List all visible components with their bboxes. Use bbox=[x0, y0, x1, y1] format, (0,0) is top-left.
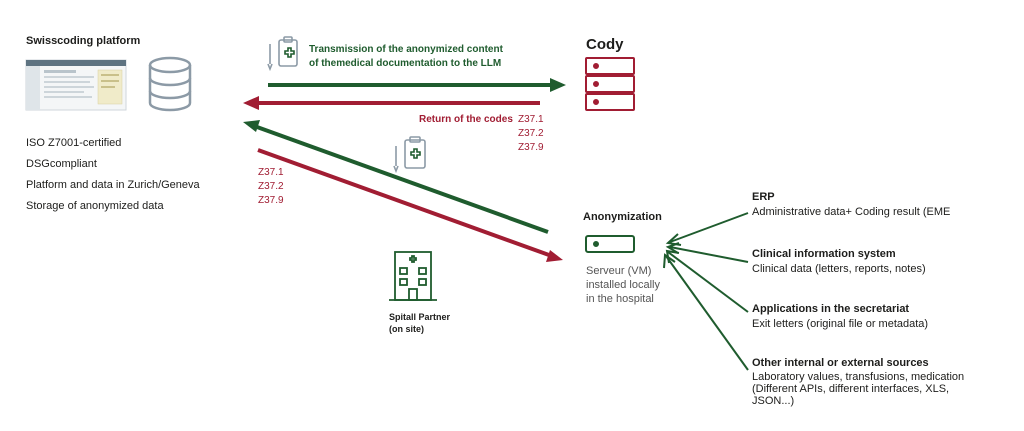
hospital-label: Spitall Partner (on site) bbox=[389, 312, 451, 334]
clinical-arrowhead bbox=[665, 242, 680, 254]
source-title: Clinical information system bbox=[752, 248, 896, 260]
other-sources-arrowhead bbox=[663, 253, 676, 269]
anonymized-upload-arrowhead bbox=[243, 120, 260, 132]
source-erp: ERP Administrative data+ Coding result (… bbox=[752, 190, 950, 219]
anonymization-server-icon bbox=[585, 235, 635, 253]
code-item: Z37.9 bbox=[518, 142, 544, 153]
clinical-arrow bbox=[669, 246, 749, 263]
return-arrowhead bbox=[243, 96, 259, 110]
source-description: Administrative data+ Coding result (EME bbox=[752, 206, 951, 218]
source-description: JSON...) bbox=[752, 395, 795, 407]
source-title: ERP bbox=[752, 191, 775, 203]
source-description: (Different APIs, different interfaces, X… bbox=[752, 383, 950, 395]
platform-feature: ISO Z7001-certified bbox=[26, 137, 122, 149]
source-title: Other internal or external sources bbox=[752, 357, 929, 369]
platform-title: Swisscoding platform bbox=[26, 35, 141, 47]
other-sources-arrow bbox=[665, 255, 749, 371]
returned-codes-list: Z37.1 Z37.2 Z37.9 bbox=[518, 113, 544, 155]
medical-document-icon bbox=[267, 36, 298, 72]
platform-feature: DSGcompliant bbox=[26, 158, 97, 170]
anonymized-upload-arrow bbox=[256, 125, 549, 234]
source-title: Applications in the secretariat bbox=[752, 303, 910, 315]
secretariat-arrow bbox=[667, 251, 749, 313]
erp-arrow bbox=[669, 212, 749, 243]
source-description: Laboratory values, transfusions, medicat… bbox=[752, 371, 965, 383]
platform-feature: Storage of anonymized data bbox=[26, 200, 164, 212]
transmission-label: Transmission of the anonymized content o… bbox=[309, 44, 503, 69]
medical-document-icon-2 bbox=[393, 136, 426, 174]
database-icon bbox=[148, 56, 192, 112]
source-other-sources: Other internal or external sources Labor… bbox=[752, 356, 964, 407]
anonymization-description: Serveur (VM) installed locally in the ho… bbox=[586, 265, 660, 305]
code-item: Z37.2 bbox=[258, 181, 284, 192]
source-description: Exit letters (original file or metadata) bbox=[752, 318, 929, 330]
platform-feature: Platform and data in Zurich/Geneva bbox=[26, 179, 200, 191]
code-item: Z37.1 bbox=[518, 114, 544, 125]
codes-download-arrow bbox=[257, 148, 550, 257]
return-label: Return of the codes bbox=[419, 114, 513, 125]
cody-server-icon bbox=[585, 57, 635, 111]
source-clinical-information-system: Clinical information system Clinical dat… bbox=[752, 247, 926, 276]
hospital-icon bbox=[389, 251, 437, 301]
platform-screenshot-thumbnail bbox=[25, 59, 127, 111]
forwarded-codes-list: Z37.1 Z37.2 Z37.9 bbox=[258, 166, 284, 208]
cody-title: Cody bbox=[586, 36, 624, 53]
source-applications-secretariat: Applications in the secretariat Exit let… bbox=[752, 302, 928, 331]
code-item: Z37.1 bbox=[258, 167, 284, 178]
anonymization-title: Anonymization bbox=[583, 211, 662, 223]
code-item: Z37.9 bbox=[258, 195, 284, 206]
transmission-arrowhead bbox=[550, 78, 566, 92]
source-description: Clinical data (letters, reports, notes) bbox=[752, 263, 926, 275]
platform-feature-list: ISO Z7001-certified DSGcompliant Platfor… bbox=[26, 133, 200, 217]
codes-download-arrowhead bbox=[546, 250, 563, 262]
code-item: Z37.2 bbox=[518, 128, 544, 139]
